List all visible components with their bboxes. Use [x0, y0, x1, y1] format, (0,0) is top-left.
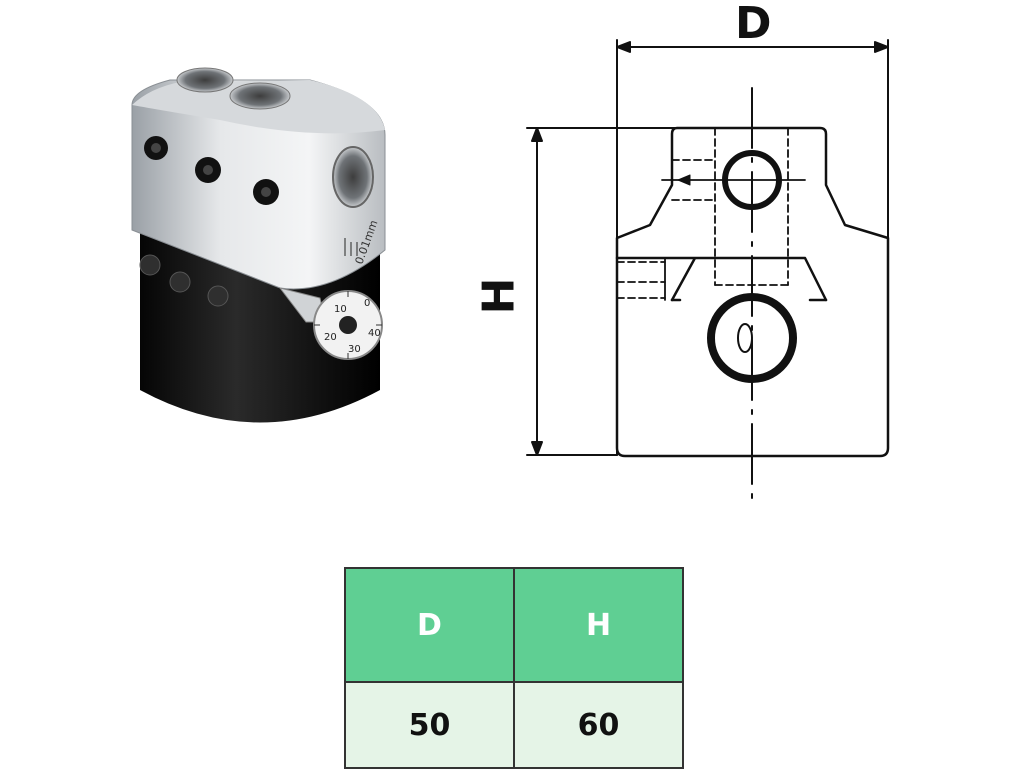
- dial-number: 20: [324, 332, 337, 343]
- value-d: 50: [344, 681, 515, 769]
- screw: [139, 254, 161, 276]
- boring-head-photo: 0.01mm 0 10 20 30 40: [131, 67, 386, 423]
- table-row: 50 60: [344, 681, 684, 769]
- scale-marks: [344, 238, 358, 256]
- dimension-table: D H 50 60: [344, 567, 684, 769]
- header-h: H: [513, 567, 684, 683]
- slide-outline: [615, 256, 828, 302]
- dimension-d-label: D: [735, 0, 772, 49]
- body-outline: [615, 126, 890, 458]
- dial-number: 10: [334, 304, 347, 315]
- technical-drawing: [526, 39, 890, 506]
- header-d: D: [344, 567, 515, 683]
- dial-number: 30: [348, 344, 361, 355]
- dial-number: 40: [368, 328, 381, 339]
- dimension-h: [526, 127, 678, 456]
- side-bore: [332, 146, 374, 208]
- top-hole-1: [176, 67, 234, 93]
- table-header-row: D H: [344, 567, 684, 683]
- value-h: 60: [513, 681, 684, 769]
- dial-number: 0: [364, 298, 370, 309]
- top-hole-2: [229, 82, 291, 110]
- screw: [169, 271, 191, 293]
- dial-ticks: [314, 291, 382, 359]
- screw: [207, 285, 229, 307]
- dimension-h-label: H: [473, 277, 525, 315]
